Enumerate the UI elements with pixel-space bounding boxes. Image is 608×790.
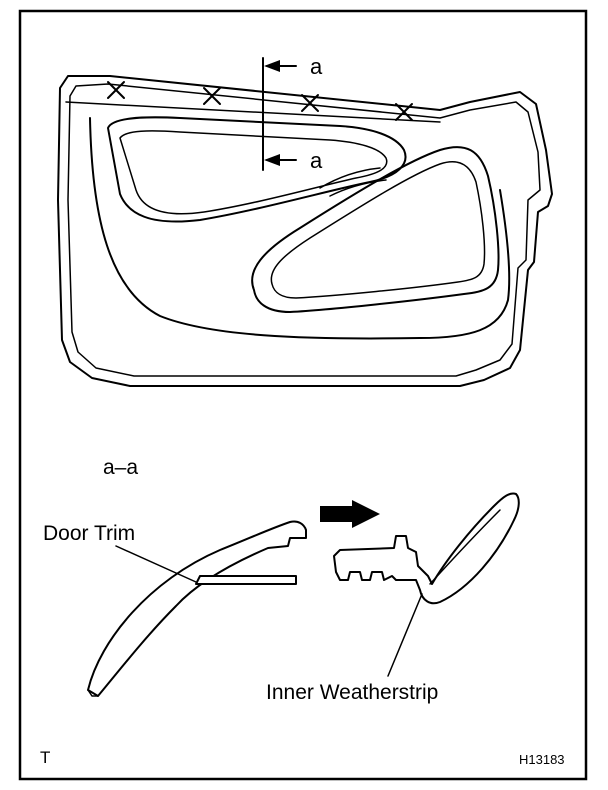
direction-arrow — [320, 500, 380, 528]
section-title: a–a — [103, 456, 138, 479]
clip-marker-4 — [395, 103, 413, 121]
clip-marker-3 — [301, 94, 319, 112]
section-marker-bottom: a — [310, 148, 323, 173]
weatherstrip-leader — [387, 593, 423, 677]
inner-weatherstrip-section — [333, 492, 520, 605]
figure-code: H13183 — [519, 752, 565, 767]
door-trim-panel — [57, 75, 553, 387]
inner-weatherstrip-label: Inner Weatherstrip — [266, 681, 438, 704]
clip-marker-1 — [107, 81, 125, 99]
section-marker-top: a — [310, 54, 323, 79]
section-line — [262, 57, 297, 171]
clip-markers — [107, 81, 413, 121]
figure-border — [18, 9, 588, 781]
door-trim-leader — [115, 545, 197, 583]
door-trim-section — [87, 520, 307, 697]
door-trim-label: Door Trim — [43, 522, 135, 545]
corner-letter: T — [40, 748, 50, 767]
clip-marker-2 — [203, 87, 221, 105]
